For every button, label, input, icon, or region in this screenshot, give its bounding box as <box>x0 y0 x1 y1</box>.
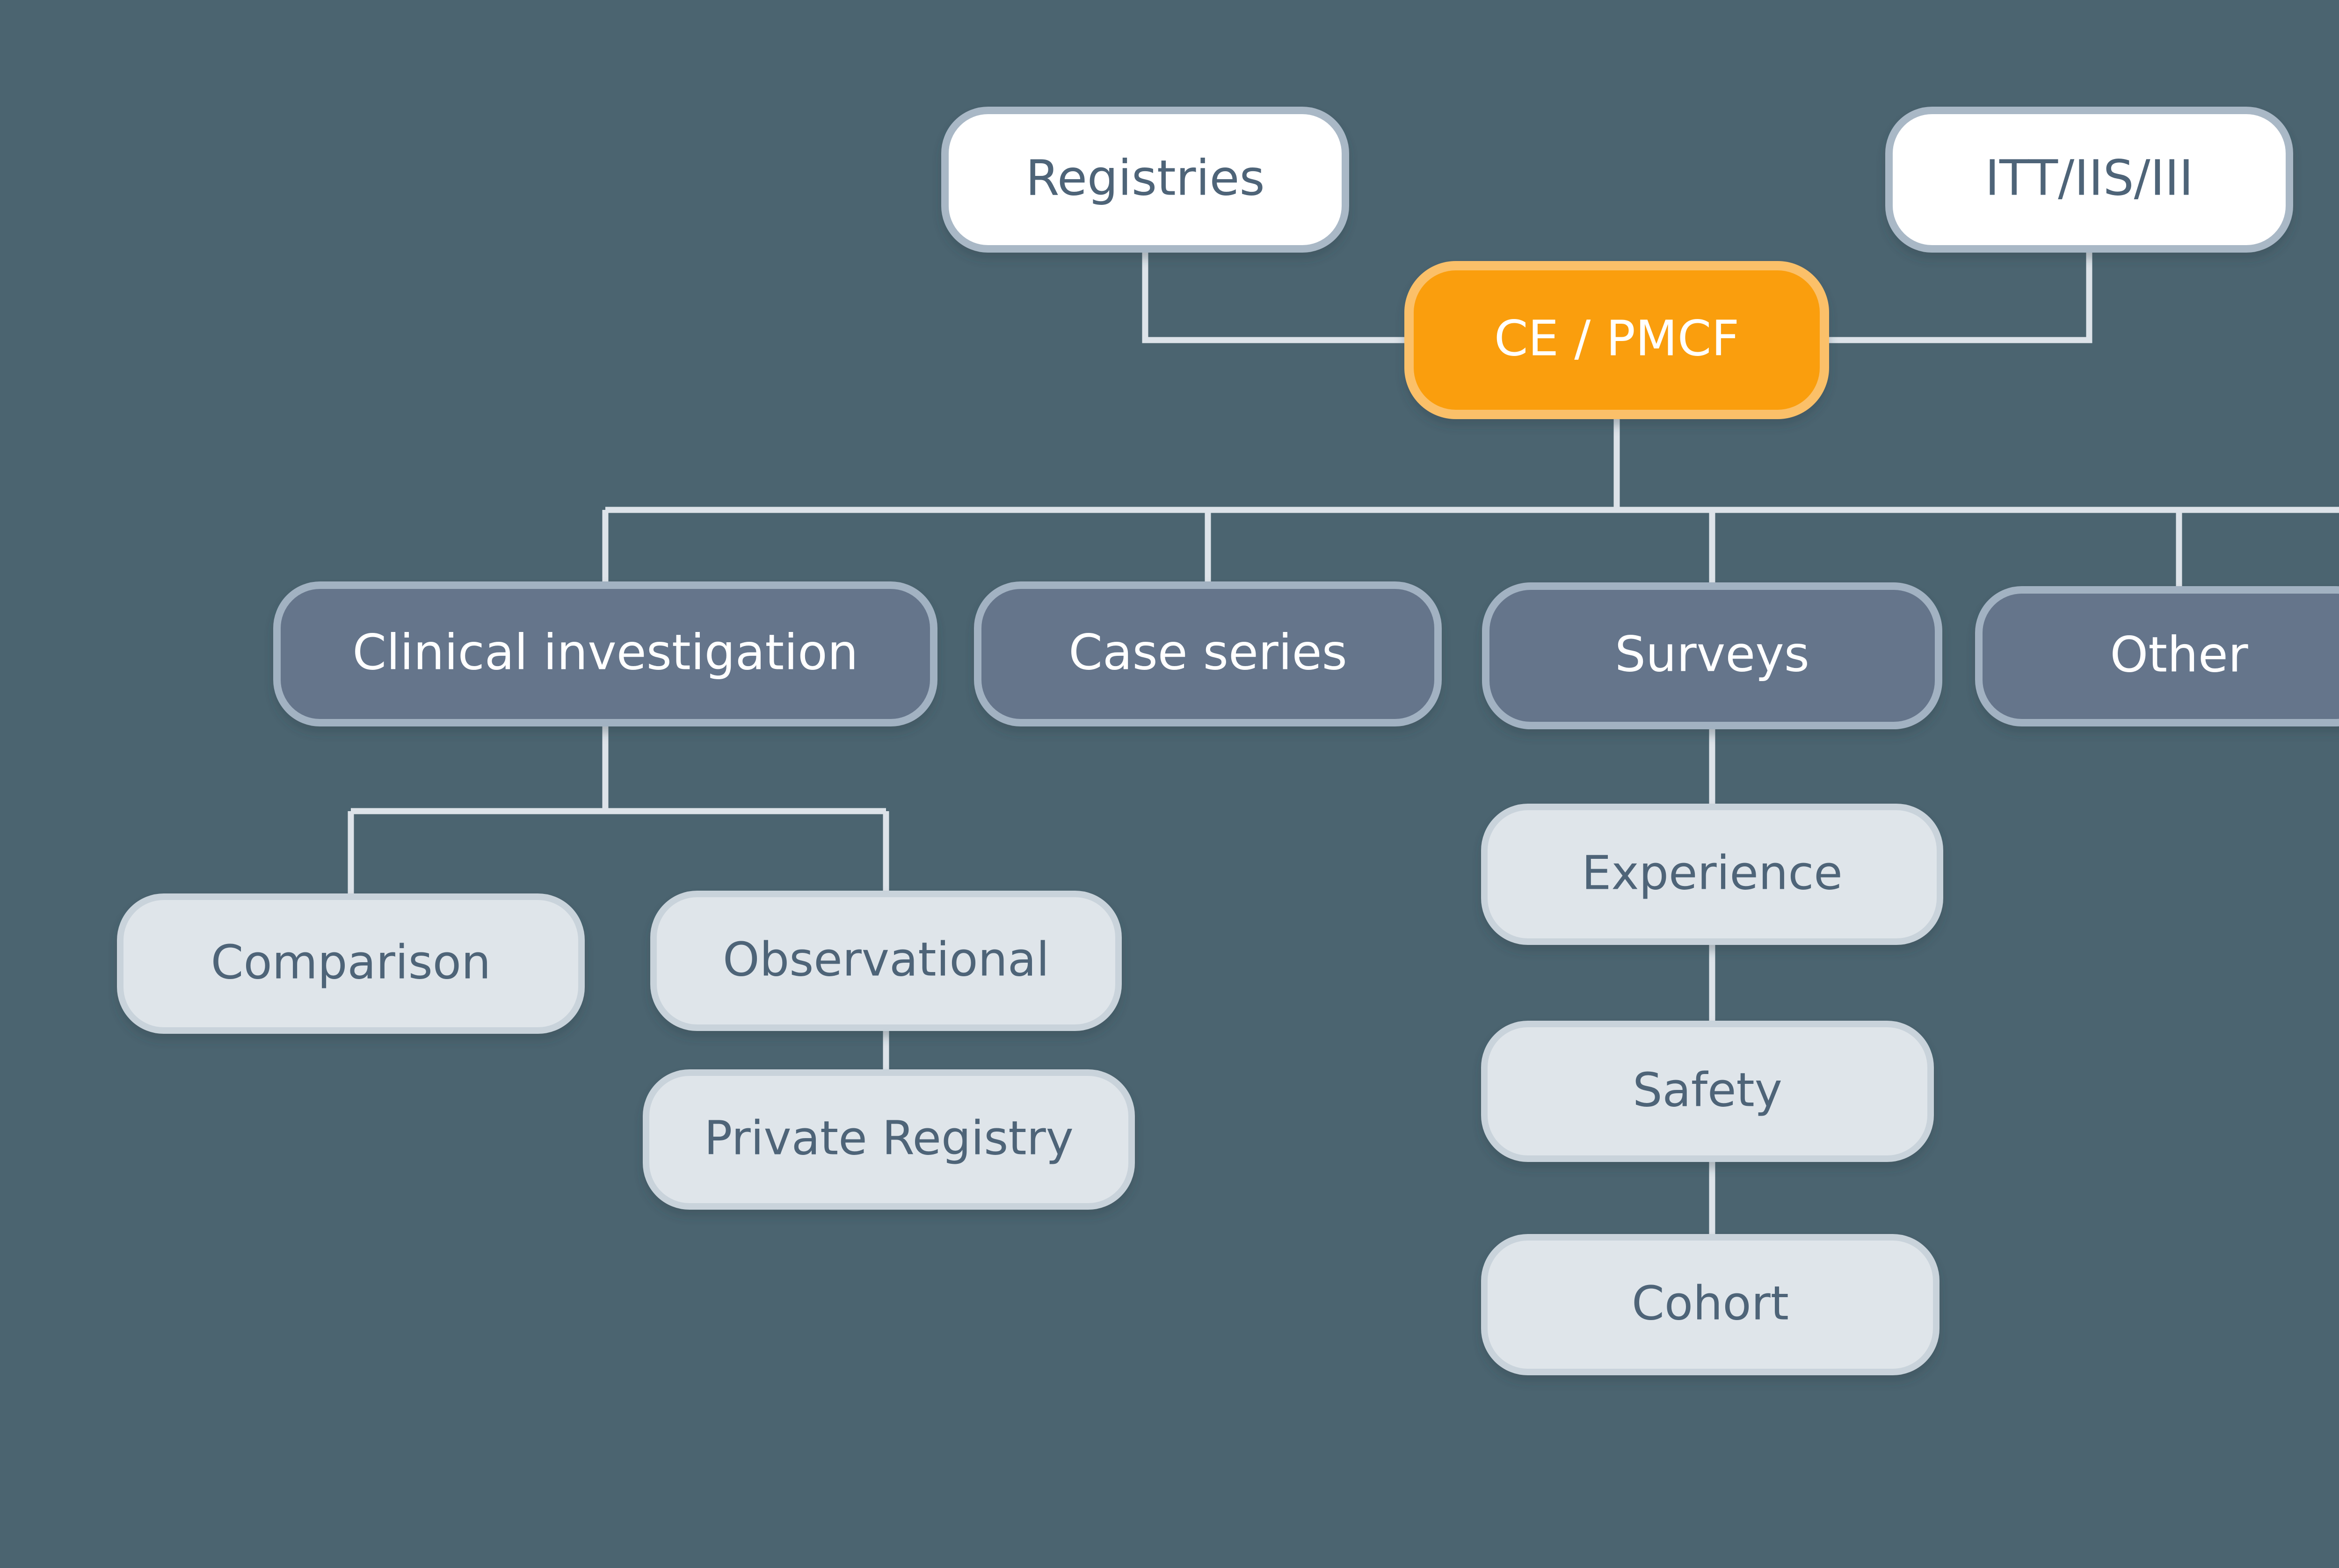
node-label-comparison: Comparison <box>211 935 491 989</box>
node-label-other: Other <box>2110 626 2248 683</box>
node-safety[interactable]: Safety <box>1481 1021 1934 1162</box>
node-observational[interactable]: Observational <box>650 891 1122 1031</box>
node-shape-comparison <box>117 893 585 1034</box>
node-shape-observational <box>650 891 1122 1031</box>
connector-itt-to-ce <box>1829 253 2092 343</box>
connector-registries-to-ce <box>1142 253 1404 343</box>
node-ce_pmcf[interactable]: CE / PMCF <box>1404 261 1829 419</box>
node-layer: Registries ITT/IIS/III CE / PMCF Clinical i… <box>117 107 2339 1375</box>
node-private_registry[interactable]: Private Registry <box>643 1069 1135 1210</box>
node-other[interactable]: Other <box>1975 586 2339 726</box>
node-shape-itt_iis_iii <box>1885 107 2293 253</box>
node-label-ce_pmcf: CE / PMCF <box>1494 310 1739 367</box>
node-case_series[interactable]: Case series <box>974 581 1442 726</box>
node-shape-ce_pmcf <box>1404 261 1829 419</box>
node-label-private_registry: Private Registry <box>704 1111 1074 1165</box>
node-registries[interactable]: Registries <box>941 107 1349 253</box>
node-comparison[interactable]: Comparison <box>117 893 585 1034</box>
node-shape-private_registry <box>643 1069 1135 1210</box>
node-label-cohort: Cohort <box>1632 1276 1789 1330</box>
node-itt_iis_iii[interactable]: ITT/IIS/III <box>1885 107 2293 253</box>
node-shape-clinical_investigation <box>273 581 937 726</box>
node-shape-case_series <box>974 581 1442 726</box>
node-shape-other <box>1975 586 2339 726</box>
node-label-safety: Safety <box>1633 1062 1782 1117</box>
node-label-case_series: Case series <box>1068 624 1347 681</box>
node-cohort[interactable]: Cohort <box>1481 1234 1939 1375</box>
node-label-surveys: Surveys <box>1615 625 1809 682</box>
node-surveys[interactable]: Surveys <box>1482 582 1942 729</box>
node-shape-experience <box>1481 804 1943 945</box>
node-experience[interactable]: Experience <box>1481 804 1943 945</box>
node-shape-surveys <box>1482 582 1942 729</box>
node-shape-safety <box>1481 1021 1934 1162</box>
node-clinical_investigation[interactable]: Clinical investigation <box>273 581 937 726</box>
node-shape-registries <box>941 107 1349 253</box>
node-label-registries: Registries <box>1025 149 1264 206</box>
node-shape-cohort <box>1481 1234 1939 1375</box>
connector-layer <box>348 253 2339 1234</box>
node-label-observational: Observational <box>723 932 1049 987</box>
node-label-clinical_investigation: Clinical investigation <box>352 624 858 681</box>
node-label-itt_iis_iii: ITT/IIS/III <box>1985 149 2193 206</box>
node-label-experience: Experience <box>1582 845 1843 900</box>
